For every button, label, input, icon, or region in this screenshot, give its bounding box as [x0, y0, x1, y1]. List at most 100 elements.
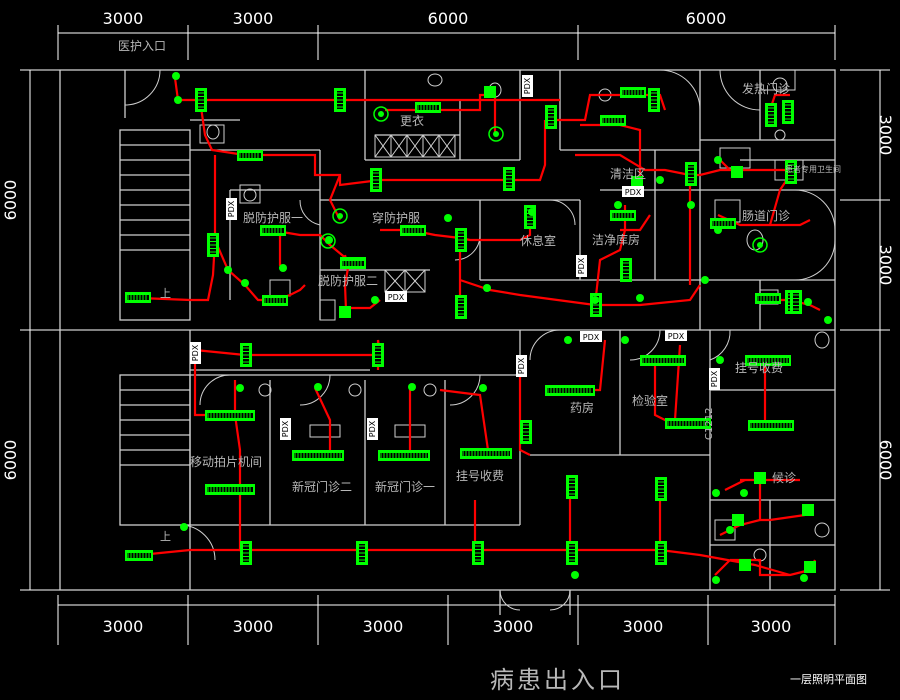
ceiling-light-fixture	[748, 420, 794, 431]
pdx-distribution-box: PDX	[226, 198, 237, 220]
dim-bottom-1: 3000	[103, 617, 144, 636]
dim-left-1: 6000	[1, 180, 20, 221]
ceiling-light-fixture	[460, 448, 512, 459]
ceiling-light-fixture	[260, 225, 286, 236]
pdx-distribution-box: PDX	[516, 355, 527, 377]
dim-right-2: 3000	[876, 245, 895, 286]
dim-right-3: 6000	[876, 440, 895, 481]
light-switch	[180, 523, 188, 531]
dim-bottom-6: 3000	[751, 617, 792, 636]
label-wear-protective: 穿防护服	[372, 210, 420, 225]
ceiling-light-fixture	[240, 541, 252, 565]
wall-lamp	[752, 237, 768, 253]
light-switch	[174, 96, 182, 104]
ceiling-light-fixture	[782, 100, 794, 124]
ceiling-light-fixture	[370, 168, 382, 192]
label-patient-toilet: 患者专用卫生间	[785, 164, 841, 174]
ceiling-light-fixture	[205, 410, 255, 421]
ceiling-light-fixture	[685, 162, 697, 186]
light-switch	[564, 336, 572, 344]
exhaust-fan	[731, 166, 743, 178]
ceiling-light-fixture	[125, 550, 153, 561]
light-switch	[236, 384, 244, 392]
ceiling-light-fixture	[745, 355, 791, 366]
ceiling-light-fixture	[765, 103, 777, 127]
light-switch	[314, 383, 322, 391]
dim-right-1: 3000	[876, 115, 895, 156]
ceiling-light-fixture	[240, 343, 252, 367]
light-switch	[712, 489, 720, 497]
wall-lamp	[373, 106, 389, 122]
svg-text:PDX: PDX	[227, 200, 236, 217]
label-registration-fee: 挂号收费	[456, 469, 504, 483]
building-walls	[59, 69, 836, 615]
ceiling-light-fixture	[520, 420, 532, 444]
label-intestinal-clinic: 肠道门诊	[742, 208, 790, 223]
ceiling-light-fixture	[195, 88, 207, 112]
dim-top-3: 6000	[428, 9, 469, 28]
svg-text:PDX: PDX	[523, 77, 532, 94]
svg-text:PDX: PDX	[577, 257, 586, 274]
light-switch	[714, 226, 722, 234]
dimension-lines	[20, 25, 890, 645]
light-switch	[371, 296, 379, 304]
ceiling-light-fixture	[125, 292, 151, 303]
ceiling-light-fixture	[455, 228, 467, 252]
label-remove-protective-1: 脱防护服一	[243, 210, 303, 225]
ceiling-light-fixture	[665, 418, 711, 429]
label-clean-area: 清洁区	[610, 167, 646, 181]
light-switch	[571, 571, 579, 579]
label-window-tag: C1212	[704, 408, 715, 440]
ceiling-light-fixture	[620, 258, 632, 282]
light-switch	[483, 284, 491, 292]
light-switch	[279, 264, 287, 272]
exhaust-fan	[739, 559, 751, 571]
lighting-fixtures	[125, 72, 832, 584]
ceiling-light-fixture	[400, 225, 426, 236]
light-switch	[656, 176, 664, 184]
svg-text:PDX: PDX	[388, 293, 405, 302]
svg-text:PDX: PDX	[583, 333, 600, 342]
wall-lamp	[332, 208, 348, 224]
exhaust-fan	[754, 472, 766, 484]
label-mobile-xray: 移动拍片机间	[190, 454, 262, 469]
light-switch	[714, 156, 722, 164]
light-switch	[621, 336, 629, 344]
light-switch	[408, 383, 416, 391]
dim-bottom-3: 3000	[363, 617, 404, 636]
ceiling-light-fixture	[648, 88, 660, 112]
ceiling-light-fixture	[207, 233, 219, 257]
label-rest-room: 休息室	[520, 233, 556, 248]
ceiling-light-fixture	[610, 210, 636, 221]
ceiling-light-fixture	[292, 450, 344, 461]
light-switch	[824, 316, 832, 324]
pdx-distribution-box: PDX	[367, 418, 378, 440]
ceiling-light-fixture	[340, 258, 366, 269]
svg-text:PDX: PDX	[191, 344, 200, 361]
locker-grid	[374, 134, 456, 293]
light-switch	[716, 356, 724, 364]
svg-text:PDX: PDX	[710, 370, 719, 387]
exhaust-fan	[484, 86, 496, 98]
label-fever-clinic: 发热门诊	[742, 81, 790, 96]
dim-top-4: 6000	[686, 9, 727, 28]
svg-text:PDX: PDX	[368, 420, 377, 437]
ceiling-light-fixture	[545, 105, 557, 129]
light-switch	[528, 208, 536, 216]
ceiling-light-fixture	[378, 450, 430, 461]
ceiling-light-fixture	[566, 541, 578, 565]
light-switch	[614, 201, 622, 209]
ceiling-light-fixture	[790, 290, 802, 314]
ceiling-light-fixture	[372, 343, 384, 367]
ceiling-light-fixture	[237, 150, 263, 161]
svg-text:PDX: PDX	[668, 332, 685, 341]
light-switch	[341, 306, 349, 314]
ceiling-light-fixture	[640, 355, 686, 366]
label-covid-clinic-1: 新冠门诊一	[375, 479, 435, 494]
ceiling-light-fixture	[710, 218, 736, 229]
ceiling-light-fixture	[356, 541, 368, 565]
light-switch	[800, 574, 808, 582]
label-clean-storage: 洁净库房	[592, 232, 640, 247]
